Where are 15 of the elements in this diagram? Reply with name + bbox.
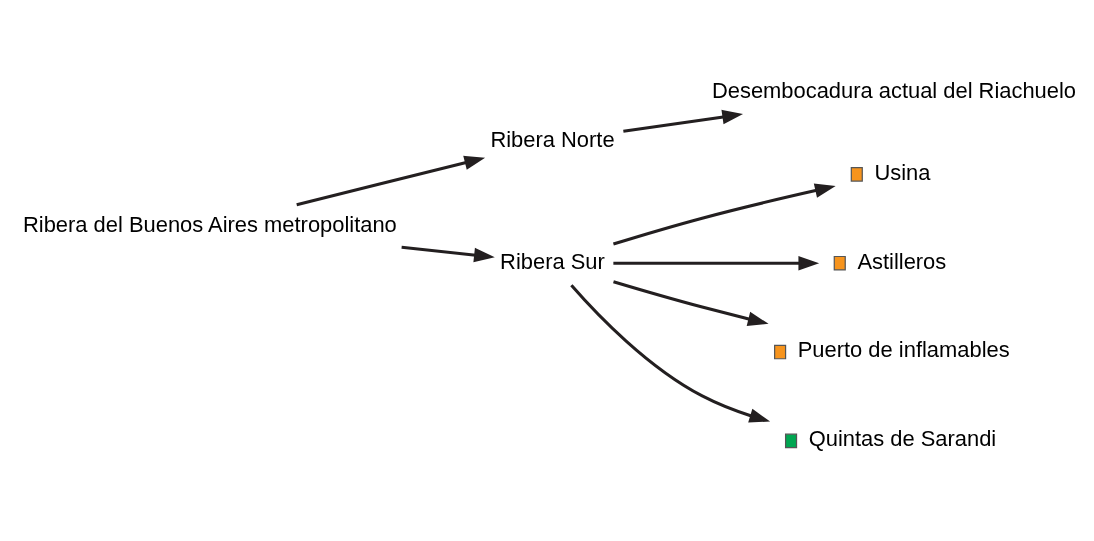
node-label: Usina (874, 159, 931, 185)
node-label: Puerto de inflamables (797, 337, 1010, 363)
arrow (612, 183, 836, 246)
arrow (613, 255, 820, 271)
node-text: Ribera Sur (500, 248, 605, 274)
node-text: Ribera del Buenos Aires metropolitano (22, 212, 397, 238)
arrow (613, 280, 769, 326)
node-label: Astilleros (857, 248, 947, 274)
arrow (570, 284, 771, 423)
node-text: Desembocadura actual del Riachuelo (711, 78, 1077, 104)
node-text: Ribera Norte (490, 126, 615, 152)
arrow (296, 155, 486, 207)
arrow (401, 245, 495, 263)
arrow (623, 109, 743, 133)
node-label: Quintas de Sarandi (808, 426, 997, 452)
